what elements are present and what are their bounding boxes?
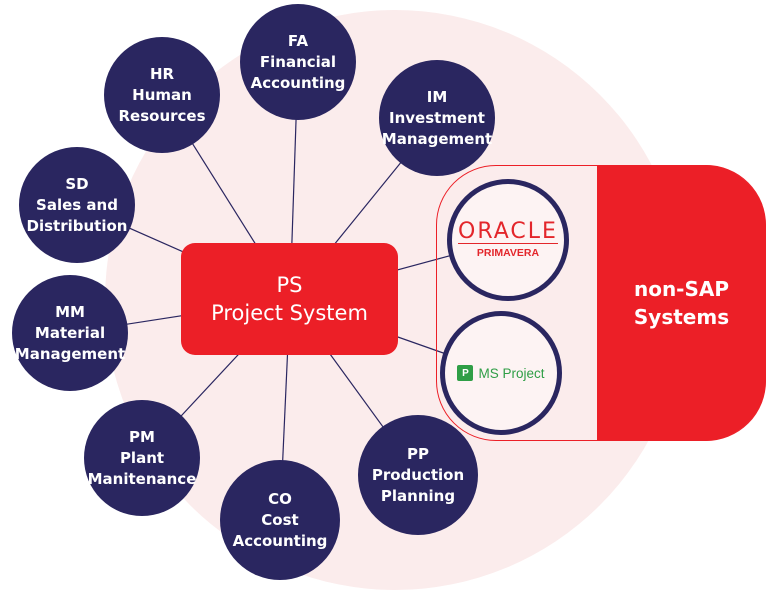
module-name-0: Sales and <box>36 195 118 214</box>
module-code: MM <box>55 302 85 321</box>
module-name-1: Accounting <box>232 531 328 550</box>
non-sap-systems-panel: non-SAP Systems <box>597 165 766 441</box>
module-code: SD <box>65 174 89 193</box>
module-name-0: Human <box>132 85 192 104</box>
ps-name: Project System <box>211 301 368 325</box>
module-code: PP <box>407 444 429 463</box>
module-name-0: Material <box>34 323 106 342</box>
module-name-1: Management <box>14 344 126 363</box>
primavera-label: PRIMAVERA <box>476 247 540 259</box>
module-name-1: Distribution <box>26 216 128 235</box>
ms-project-label: MS Project <box>478 365 545 381</box>
ms-project-icon: P <box>457 365 474 381</box>
module-name-0: Plant <box>119 448 165 467</box>
module-code: HR <box>149 64 175 83</box>
module-name-0: Investment <box>389 108 485 127</box>
module-name-1: Accounting <box>250 73 346 92</box>
module-code: IM <box>426 87 448 106</box>
ps-project-system-box: PS Project System <box>181 243 398 355</box>
module-name-0: Cost <box>261 510 299 529</box>
module-name-0: Production <box>371 465 465 484</box>
non-sap-title-line2: Systems <box>633 305 730 329</box>
oracle-primavera-node: ORACLE PRIMAVERA <box>447 179 569 301</box>
non-sap-title-line1: non-SAP <box>633 277 730 301</box>
module-code: PM <box>129 427 155 446</box>
oracle-logo: ORACLE <box>458 219 558 244</box>
module-name-1: Resources <box>118 106 206 125</box>
module-name-1: Planning <box>380 486 456 505</box>
ps-code: PS <box>276 273 303 297</box>
module-name-1: Management <box>381 129 493 148</box>
module-code: CO <box>268 489 292 508</box>
module-name-1: Manitenance <box>87 469 197 488</box>
module-name-0: Financial <box>259 52 337 71</box>
module-code: FA <box>287 31 309 50</box>
